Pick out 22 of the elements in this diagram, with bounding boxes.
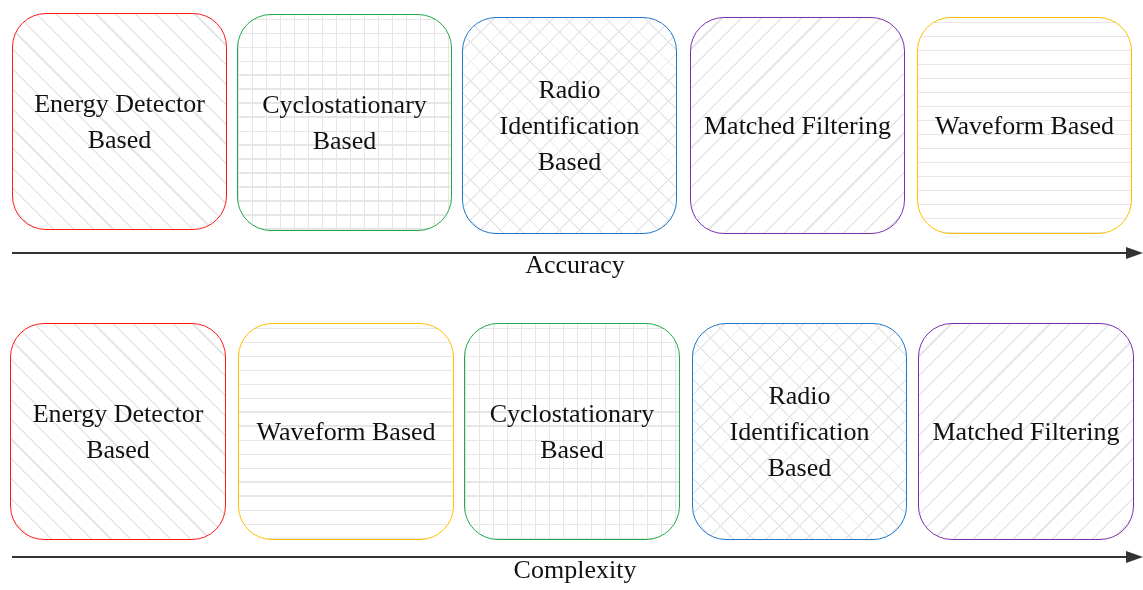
- box-label: Waveform Based: [934, 109, 1115, 142]
- category-box: [692, 323, 907, 540]
- box-label: Matched Filtering: [704, 109, 891, 142]
- category-box: [12, 13, 227, 230]
- category-box: [462, 17, 677, 234]
- category-box: [918, 323, 1134, 540]
- box-label: Cyclostationary Based: [488, 397, 656, 466]
- box-label: Radio Identification Based: [498, 73, 641, 178]
- box-label: Matched Filtering: [932, 415, 1120, 448]
- axis-label: Complexity: [513, 555, 637, 585]
- axis-label: Accuracy: [525, 250, 625, 280]
- box-label: Radio Identification Based: [728, 379, 871, 484]
- category-box: [917, 17, 1132, 234]
- category-box: [238, 323, 454, 540]
- category-box: [690, 17, 905, 234]
- box-label: Cyclostationary Based: [261, 88, 428, 157]
- box-label: Energy Detector Based: [33, 87, 206, 156]
- box-label: Waveform Based: [256, 415, 436, 448]
- category-box: [237, 14, 452, 231]
- category-box: [10, 323, 226, 540]
- box-label: Energy Detector Based: [31, 397, 205, 466]
- category-box: [464, 323, 680, 540]
